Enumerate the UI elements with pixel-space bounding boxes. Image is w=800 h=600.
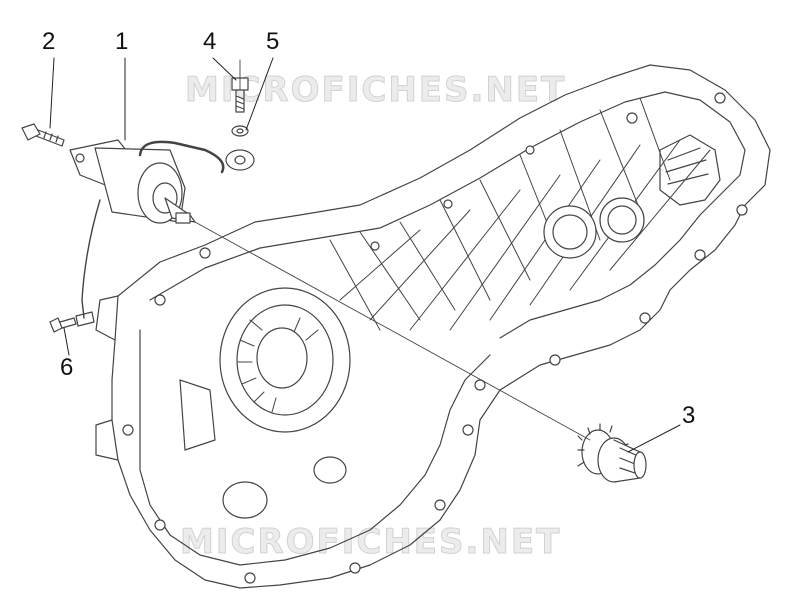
bolt-part-2 bbox=[21, 123, 65, 147]
crankcase-housing bbox=[95, 64, 771, 589]
starter-motor bbox=[69, 139, 225, 327]
assembly-leaders bbox=[194, 59, 591, 441]
callout-leaders bbox=[49, 57, 681, 453]
callout-5: 5 bbox=[266, 28, 280, 55]
watermark-bottom: MICROFICHES.NET bbox=[179, 522, 562, 563]
callout-6: 6 bbox=[60, 354, 74, 381]
washer-part-5 bbox=[225, 125, 255, 171]
callout-2: 2 bbox=[42, 28, 56, 55]
screw-part-6 bbox=[49, 317, 77, 333]
starter-pinion-gear bbox=[577, 423, 647, 483]
callout-3: 3 bbox=[682, 402, 696, 429]
callout-4: 4 bbox=[203, 28, 217, 55]
callout-1: 1 bbox=[115, 28, 129, 55]
